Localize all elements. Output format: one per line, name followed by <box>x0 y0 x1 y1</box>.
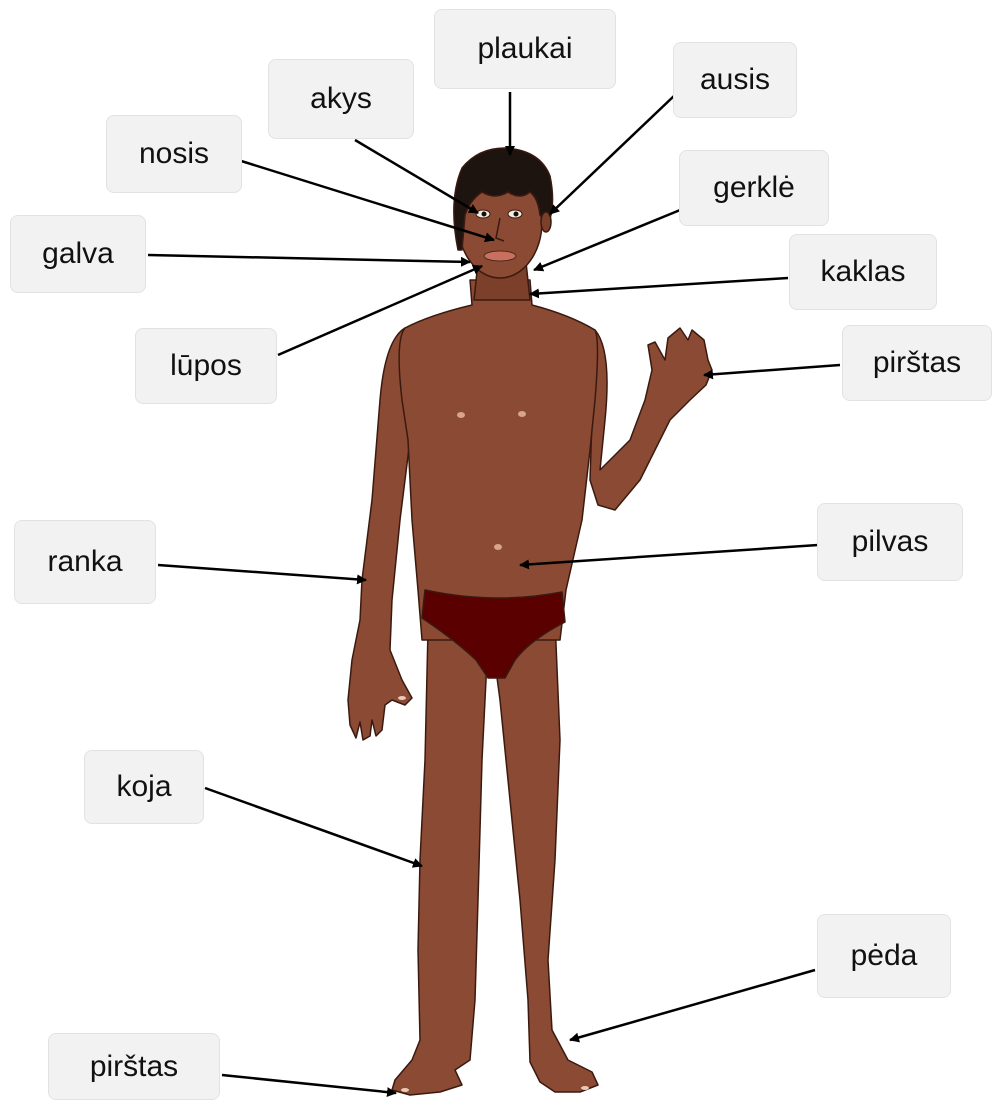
label-pirstas-hand: pirštas <box>842 325 992 401</box>
arrow-koja <box>205 788 422 866</box>
label-peda: pėda <box>817 914 951 998</box>
human-figure <box>348 148 712 1095</box>
arrow-gerkle <box>534 208 685 270</box>
nipple-left <box>457 412 465 418</box>
torso <box>399 280 597 640</box>
label-nosis: nosis <box>106 115 242 193</box>
label-gerkle: gerklė <box>679 150 829 226</box>
label-ranka: ranka <box>14 520 156 604</box>
label-ausis: ausis <box>673 42 797 118</box>
arrow-galva <box>148 255 470 262</box>
arrow-ranka <box>158 565 366 580</box>
label-galva: galva <box>10 215 146 293</box>
pupil-right <box>514 212 519 217</box>
label-akys: akys <box>268 59 414 139</box>
label-pirstas-foot: pirštas <box>48 1033 220 1100</box>
toenail <box>401 1088 409 1092</box>
label-pilvas: pilvas <box>817 503 963 581</box>
label-lupos: lūpos <box>135 328 277 404</box>
arrow-pirstas-hand <box>704 365 840 375</box>
pupil-left <box>482 212 487 217</box>
arrow-ausis <box>550 95 675 214</box>
nipple-right <box>518 411 526 417</box>
label-kaklas: kaklas <box>789 234 937 310</box>
fingernail <box>398 696 406 700</box>
arrow-peda <box>570 970 815 1040</box>
toenail <box>581 1086 589 1090</box>
raised-arm <box>590 328 712 510</box>
arrow-kaklas <box>530 278 788 294</box>
navel <box>494 544 502 550</box>
label-plaukai: plaukai <box>434 9 616 89</box>
ear <box>541 212 551 232</box>
arrow-pirstas-foot <box>222 1075 396 1093</box>
right-leg <box>492 620 598 1092</box>
lips <box>484 251 516 261</box>
label-koja: koja <box>84 750 204 824</box>
